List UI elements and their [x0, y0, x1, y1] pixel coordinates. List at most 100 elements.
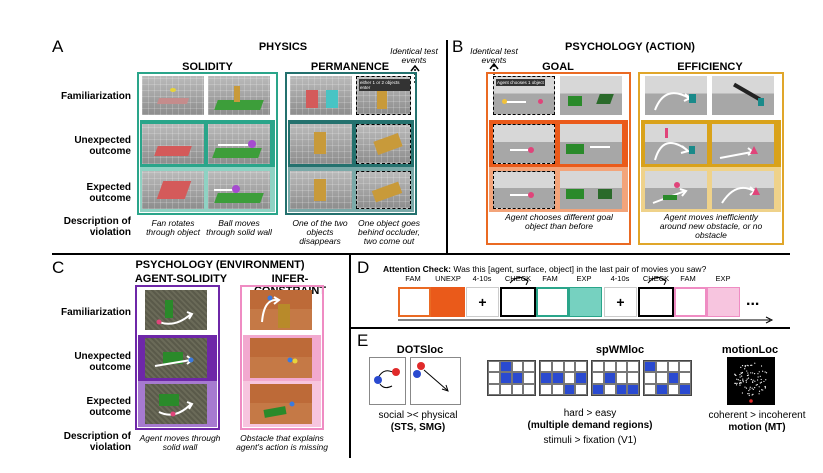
permanence-fam-1 — [290, 76, 352, 115]
motion-dot — [734, 382, 736, 384]
motion-dot — [764, 387, 766, 389]
row-label-description-a: Description of violation — [63, 216, 131, 238]
psychology-environment-title: PSYCHOLOGY (ENVIRONMENT) — [135, 259, 305, 271]
motion-dot — [754, 387, 756, 389]
motion-dot — [747, 374, 750, 376]
row-label-description-c: Description of violation — [63, 431, 131, 453]
spwm-cell — [627, 383, 639, 395]
goal-frame — [486, 72, 631, 245]
motion-dot — [735, 384, 738, 386]
motion-dot — [758, 393, 760, 395]
spwm-cell — [667, 383, 680, 395]
spwm-cell — [667, 372, 680, 384]
desc-occluder: One object goes behind occluder, two com… — [358, 218, 420, 246]
col-title-permanence: PERMANENCE — [310, 61, 390, 73]
motion-dot — [756, 383, 758, 386]
motion-dot — [751, 387, 753, 389]
attention-check-bold: Attention Check: — [383, 264, 451, 274]
motion-dot — [737, 379, 739, 381]
attention-check-question: Was this [agent, surface, object] in the… — [453, 264, 707, 274]
seq-box-fam-2 — [536, 287, 569, 317]
spwm-grids — [487, 360, 699, 398]
motion-dot — [748, 394, 750, 397]
motion-dot — [752, 393, 754, 395]
seq-box-exp-2 — [707, 287, 740, 317]
spwm-cell — [592, 361, 604, 373]
efficiency-unexp-1 — [645, 124, 707, 164]
spwm-cell — [615, 361, 628, 373]
motion-dot — [764, 385, 766, 388]
motion-dot — [758, 371, 760, 373]
motion-dot — [748, 390, 750, 392]
dots-physical-frame — [410, 357, 461, 405]
attention-check-text: Attention Check: Was this [agent, surfac… — [383, 264, 706, 274]
agent-solidity-frame — [135, 285, 220, 430]
panel-letter-d: D — [357, 258, 370, 277]
motion-dot — [742, 378, 744, 380]
spwm-cell — [488, 383, 500, 395]
goal-fam-1: Agent chooses 1 object — [493, 76, 555, 115]
motion-dot — [765, 379, 767, 381]
spwm-cell — [679, 383, 691, 395]
motion-dot — [745, 379, 747, 382]
spwm-cell — [523, 361, 535, 373]
spwm-grid — [539, 360, 588, 396]
spwm-cell — [499, 383, 512, 395]
timeline-arrow-icon — [398, 316, 774, 324]
motion-dot — [741, 392, 744, 394]
spwm-cell — [551, 372, 564, 384]
spwmloc-line2: (multiple demand regions) — [527, 420, 653, 431]
spwm-cell — [563, 361, 576, 373]
motion-dot — [742, 379, 744, 382]
efficiency-unexp-2 — [712, 124, 774, 164]
spwm-cell — [655, 383, 668, 395]
spwm-cell — [667, 361, 680, 373]
motionloc-line1: coherent > incoherent — [708, 410, 806, 421]
seq-box-exp-1 — [569, 287, 602, 317]
permanence-fam-2: either 1 or 2 objects enter — [356, 76, 411, 115]
solidity-unexp-2 — [208, 124, 270, 164]
col-title-efficiency: EFFICIENCY — [677, 61, 743, 73]
spwm-cell — [679, 372, 691, 384]
motion-dot — [752, 379, 754, 381]
motion-dot — [749, 388, 751, 390]
desc-fan-rotates: Fan rotates through object — [146, 218, 200, 237]
solidity-fam-2 — [208, 76, 270, 115]
motion-dot — [744, 365, 746, 368]
motion-dot — [750, 378, 752, 381]
col-title-agent-solidity: AGENT-SOLIDITY — [134, 273, 228, 285]
desc-ball-moves: Ball moves through solid wall — [206, 218, 272, 237]
efficiency-exp-2 — [712, 171, 774, 209]
fixation-dot — [749, 399, 753, 403]
spwm-cell — [563, 383, 576, 395]
row-label-expected-c: Expected outcome — [86, 396, 131, 418]
motion-dot — [759, 375, 761, 377]
spwm-grid — [591, 360, 640, 396]
motion-dot — [754, 362, 756, 364]
spwm-cell — [644, 361, 656, 373]
spwm-cell — [655, 361, 668, 373]
motion-dot — [747, 372, 749, 374]
col-title-goal: GOAL — [542, 61, 574, 73]
spwm-cell — [615, 372, 628, 384]
seq-box-unexp — [431, 287, 465, 317]
desc-agent-chooses: Agent chooses different goal object than… — [505, 212, 613, 231]
spwm-cell — [511, 361, 524, 373]
physics-title: PHYSICS — [258, 41, 308, 53]
divider-d-e — [349, 327, 790, 329]
seq-label-fam-2: FAM — [542, 274, 558, 283]
spwm-cell — [615, 383, 628, 395]
goal-exp-1 — [493, 171, 555, 209]
motion-dot — [752, 388, 754, 391]
row-label-familiarization-a: Familiarization — [60, 91, 131, 102]
motion-dot — [751, 364, 753, 366]
goal-fam-2 — [560, 76, 622, 115]
efficiency-exp-1 — [645, 171, 707, 209]
motion-dot — [746, 374, 749, 377]
spwmloc-title: spWMloc — [595, 344, 645, 356]
motion-dots-panel — [727, 357, 775, 405]
motion-dot — [744, 386, 746, 388]
motion-dot — [749, 386, 751, 388]
seq-label-exp-1: EXP — [576, 274, 592, 283]
motion-dot — [740, 366, 742, 368]
